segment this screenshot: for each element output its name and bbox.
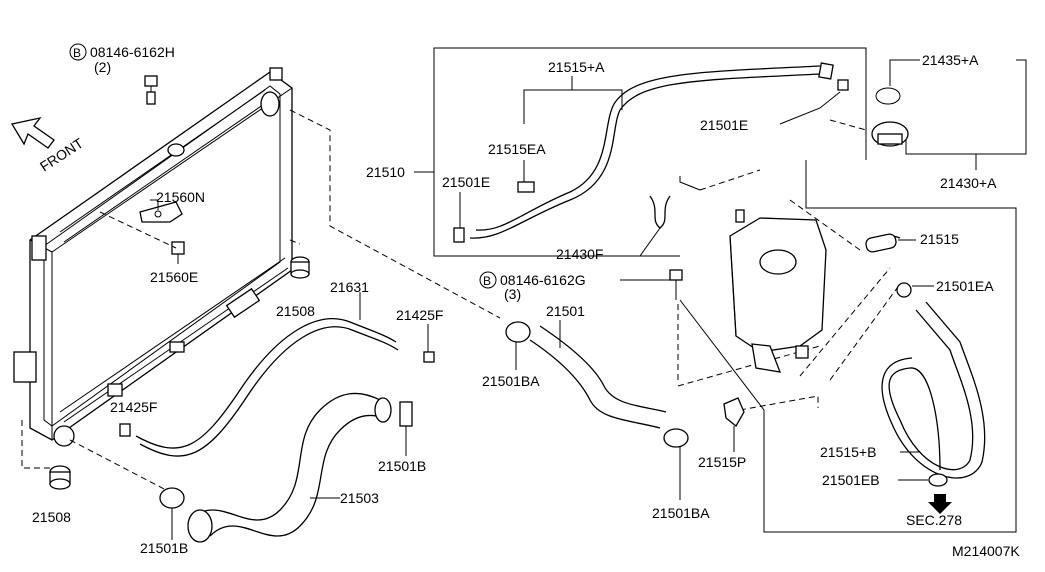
diagram-code: M214007K <box>952 543 1020 559</box>
box-right <box>679 176 701 191</box>
svg-text:B: B <box>73 46 81 60</box>
clamp-21501EB <box>928 473 948 487</box>
label-21430F: 21430F <box>556 246 603 262</box>
label-21501E-b: 21501E <box>700 117 748 133</box>
grommet-21560E <box>171 241 185 264</box>
label-bolt-upper-part: 08146-6162H <box>90 44 175 60</box>
front-arrow-icon <box>10 117 55 149</box>
clamp-21501BA-b <box>663 428 689 500</box>
clamp-21501B-a <box>159 487 185 540</box>
label-21425F-a: 21425F <box>396 307 443 323</box>
label-bolt-upper-qty: (2) <box>94 59 111 75</box>
label-21515B: 21515+B <box>820 444 876 460</box>
label-21515EA: 21515EA <box>488 141 546 157</box>
box-21510 <box>433 47 867 257</box>
bolt-icon <box>144 75 158 105</box>
label-21510: 21510 <box>366 164 405 180</box>
label-21501B-b: 21501B <box>378 458 426 474</box>
label-21501: 21501 <box>546 303 585 319</box>
clamp-21501BA-a <box>505 321 531 370</box>
label-21515: 21515 <box>920 231 959 247</box>
mount-21508-left <box>49 465 71 490</box>
bolt-symbol-mid: B <box>479 271 497 289</box>
svg-text:B: B <box>483 274 491 288</box>
label-21560N: 21560N <box>156 189 205 205</box>
label-bolt-mid-part: 08146-6162G <box>500 272 586 288</box>
hose-21501 <box>529 339 661 429</box>
label-21560E: 21560E <box>150 269 198 285</box>
label-21503: 21503 <box>340 490 379 506</box>
seal-21435A <box>875 87 901 105</box>
label-21501EA: 21501EA <box>936 278 994 294</box>
label-21515A: 21515+A <box>548 59 605 75</box>
label-21501BA-a: 21501BA <box>482 373 540 389</box>
hose-21515B <box>888 309 974 471</box>
cap-21430A <box>871 121 909 147</box>
bolt-mid-icon <box>669 269 683 300</box>
label-21501BA-b: 21501BA <box>652 505 710 521</box>
label-21501E-a: 21501E <box>442 174 490 190</box>
label-21425F-b: 21425F <box>110 399 157 415</box>
label-21430A: 21430+A <box>940 175 997 191</box>
label-21631: 21631 <box>330 279 369 295</box>
label-bolt-mid-qty: (3) <box>504 286 521 302</box>
reservoir-tank <box>729 209 827 373</box>
clip-21425F-a <box>423 351 435 363</box>
label-sec-278: SEC.278 <box>906 512 962 528</box>
clamp-21501EA <box>896 282 912 298</box>
clip-21515EA <box>517 181 535 193</box>
label-21501B-a: 21501B <box>140 540 188 556</box>
hose-21503 <box>189 392 381 521</box>
clamp-21501B-b <box>399 401 413 456</box>
clamp-21501E-a <box>453 227 465 243</box>
radiator <box>13 67 293 447</box>
label-21508-left: 21508 <box>32 509 71 525</box>
clip-21425F-b <box>119 423 131 437</box>
clip-21515P <box>723 397 745 427</box>
label-21435A: 21435+A <box>922 52 979 68</box>
mount-21508-mid <box>290 256 310 279</box>
strap-21430F <box>649 195 671 229</box>
bracket-21560N <box>139 201 183 223</box>
label-21515P: 21515P <box>698 454 746 470</box>
sec-arrow-icon <box>928 494 952 514</box>
hose-21631 <box>135 318 397 449</box>
hose-21515A <box>469 73 821 239</box>
bolt-symbol-upper: B <box>69 43 87 61</box>
label-21501EB: 21501EB <box>822 472 880 488</box>
label-21508-mid: 21508 <box>276 303 315 319</box>
